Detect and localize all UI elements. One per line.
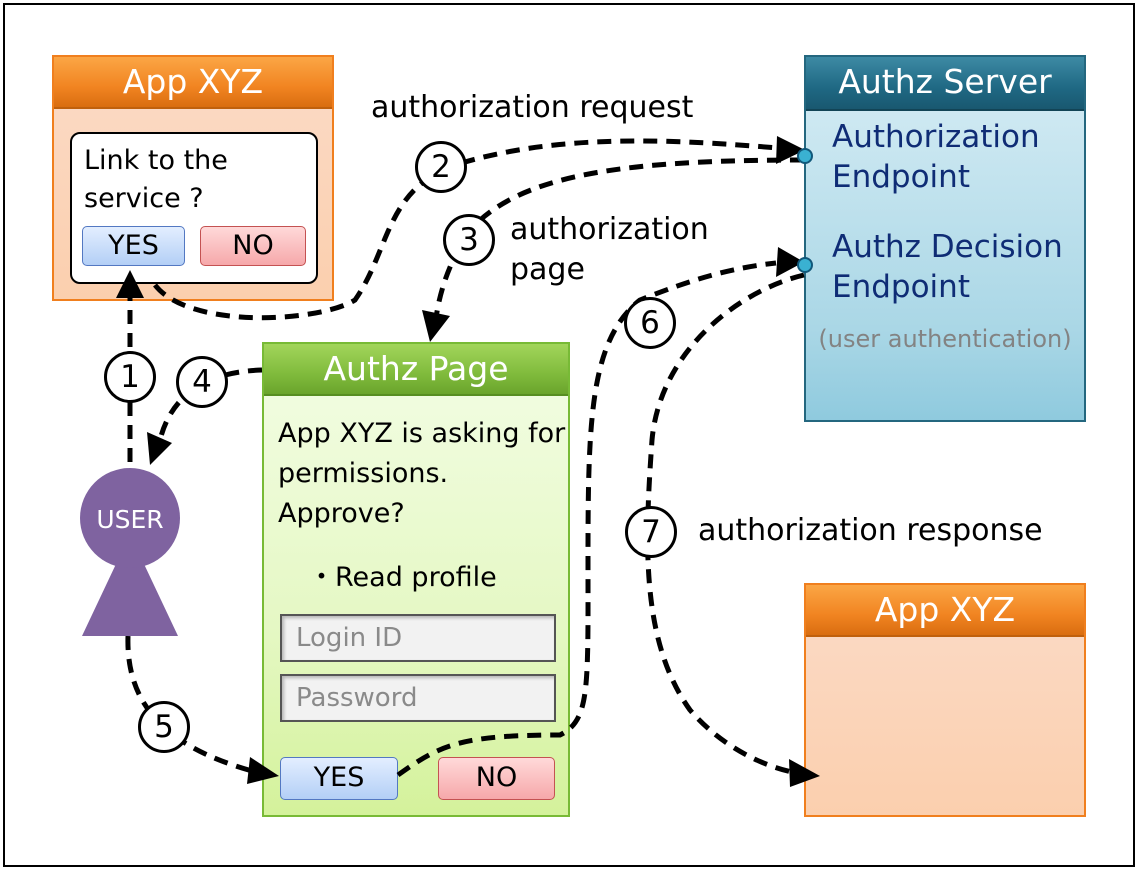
app-xyz-title: App XYZ — [54, 57, 332, 109]
authz-server: Authz Server Authorization Endpoint Auth… — [804, 55, 1086, 422]
step-1-marker: 1 — [104, 351, 156, 403]
link-service-dialog: Link to the service ? YES NO — [70, 132, 318, 284]
permission-item: ・Read profile — [308, 562, 497, 593]
arrow-head-7 — [789, 759, 820, 787]
app-no-button[interactable]: NO — [200, 226, 306, 266]
app-xyz-receiver: App XYZ — [804, 583, 1086, 817]
arrow-head-6 — [776, 247, 804, 277]
app-xyz-window: App XYZ Link to the service ? YES NO — [52, 55, 334, 301]
step-4-marker: 4 — [176, 356, 228, 408]
authz-yes-button[interactable]: YES — [280, 757, 398, 800]
authorization-response-label: authorization response — [698, 513, 1043, 548]
arrow-step-5 — [125, 635, 253, 774]
authorization-request-label: authorization request — [371, 90, 694, 125]
authorization-endpoint-port — [797, 148, 813, 164]
arrow-step-3 — [433, 157, 805, 319]
arrow-head-3 — [422, 310, 450, 342]
step-2-marker: 2 — [415, 141, 467, 193]
user-icon: USER — [78, 468, 182, 638]
authorization-page-label: authorization page — [510, 212, 709, 287]
app-yes-button[interactable]: YES — [82, 226, 185, 266]
arrow-head-2 — [776, 136, 805, 164]
dialog-message: Link to the service ? — [84, 145, 228, 214]
login-id-field[interactable]: Login ID — [280, 614, 556, 662]
user-authentication-note: (user authentication) — [818, 325, 1072, 353]
authz-page: Authz Page App XYZ is asking for permiss… — [262, 342, 570, 817]
arrow-head-5 — [247, 757, 279, 784]
step-5-marker: 5 — [138, 701, 190, 753]
step-7-marker: 7 — [625, 506, 677, 558]
password-field[interactable]: Password — [280, 674, 556, 722]
step-3-marker: 3 — [443, 214, 495, 266]
authz-decision-endpoint: Authz Decision Endpoint — [832, 229, 1063, 305]
diagram-frame — [3, 3, 1135, 867]
app-xyz-receiver-title: App XYZ — [806, 585, 1084, 637]
user-label: USER — [96, 505, 164, 534]
authz-server-title: Authz Server — [806, 57, 1084, 111]
arrow-head-4 — [147, 432, 172, 465]
authz-no-button[interactable]: NO — [438, 757, 555, 800]
step-6-marker: 6 — [624, 297, 676, 349]
permission-request-text: App XYZ is asking for permissions. Appro… — [278, 418, 566, 529]
decision-endpoint-port — [797, 257, 813, 273]
authorization-endpoint: Authorization Endpoint — [832, 119, 1040, 195]
arrow-step-6 — [396, 260, 777, 778]
arrow-head-1 — [116, 270, 144, 298]
arrow-step-7 — [645, 272, 805, 775]
authz-page-title: Authz Page — [264, 344, 568, 396]
